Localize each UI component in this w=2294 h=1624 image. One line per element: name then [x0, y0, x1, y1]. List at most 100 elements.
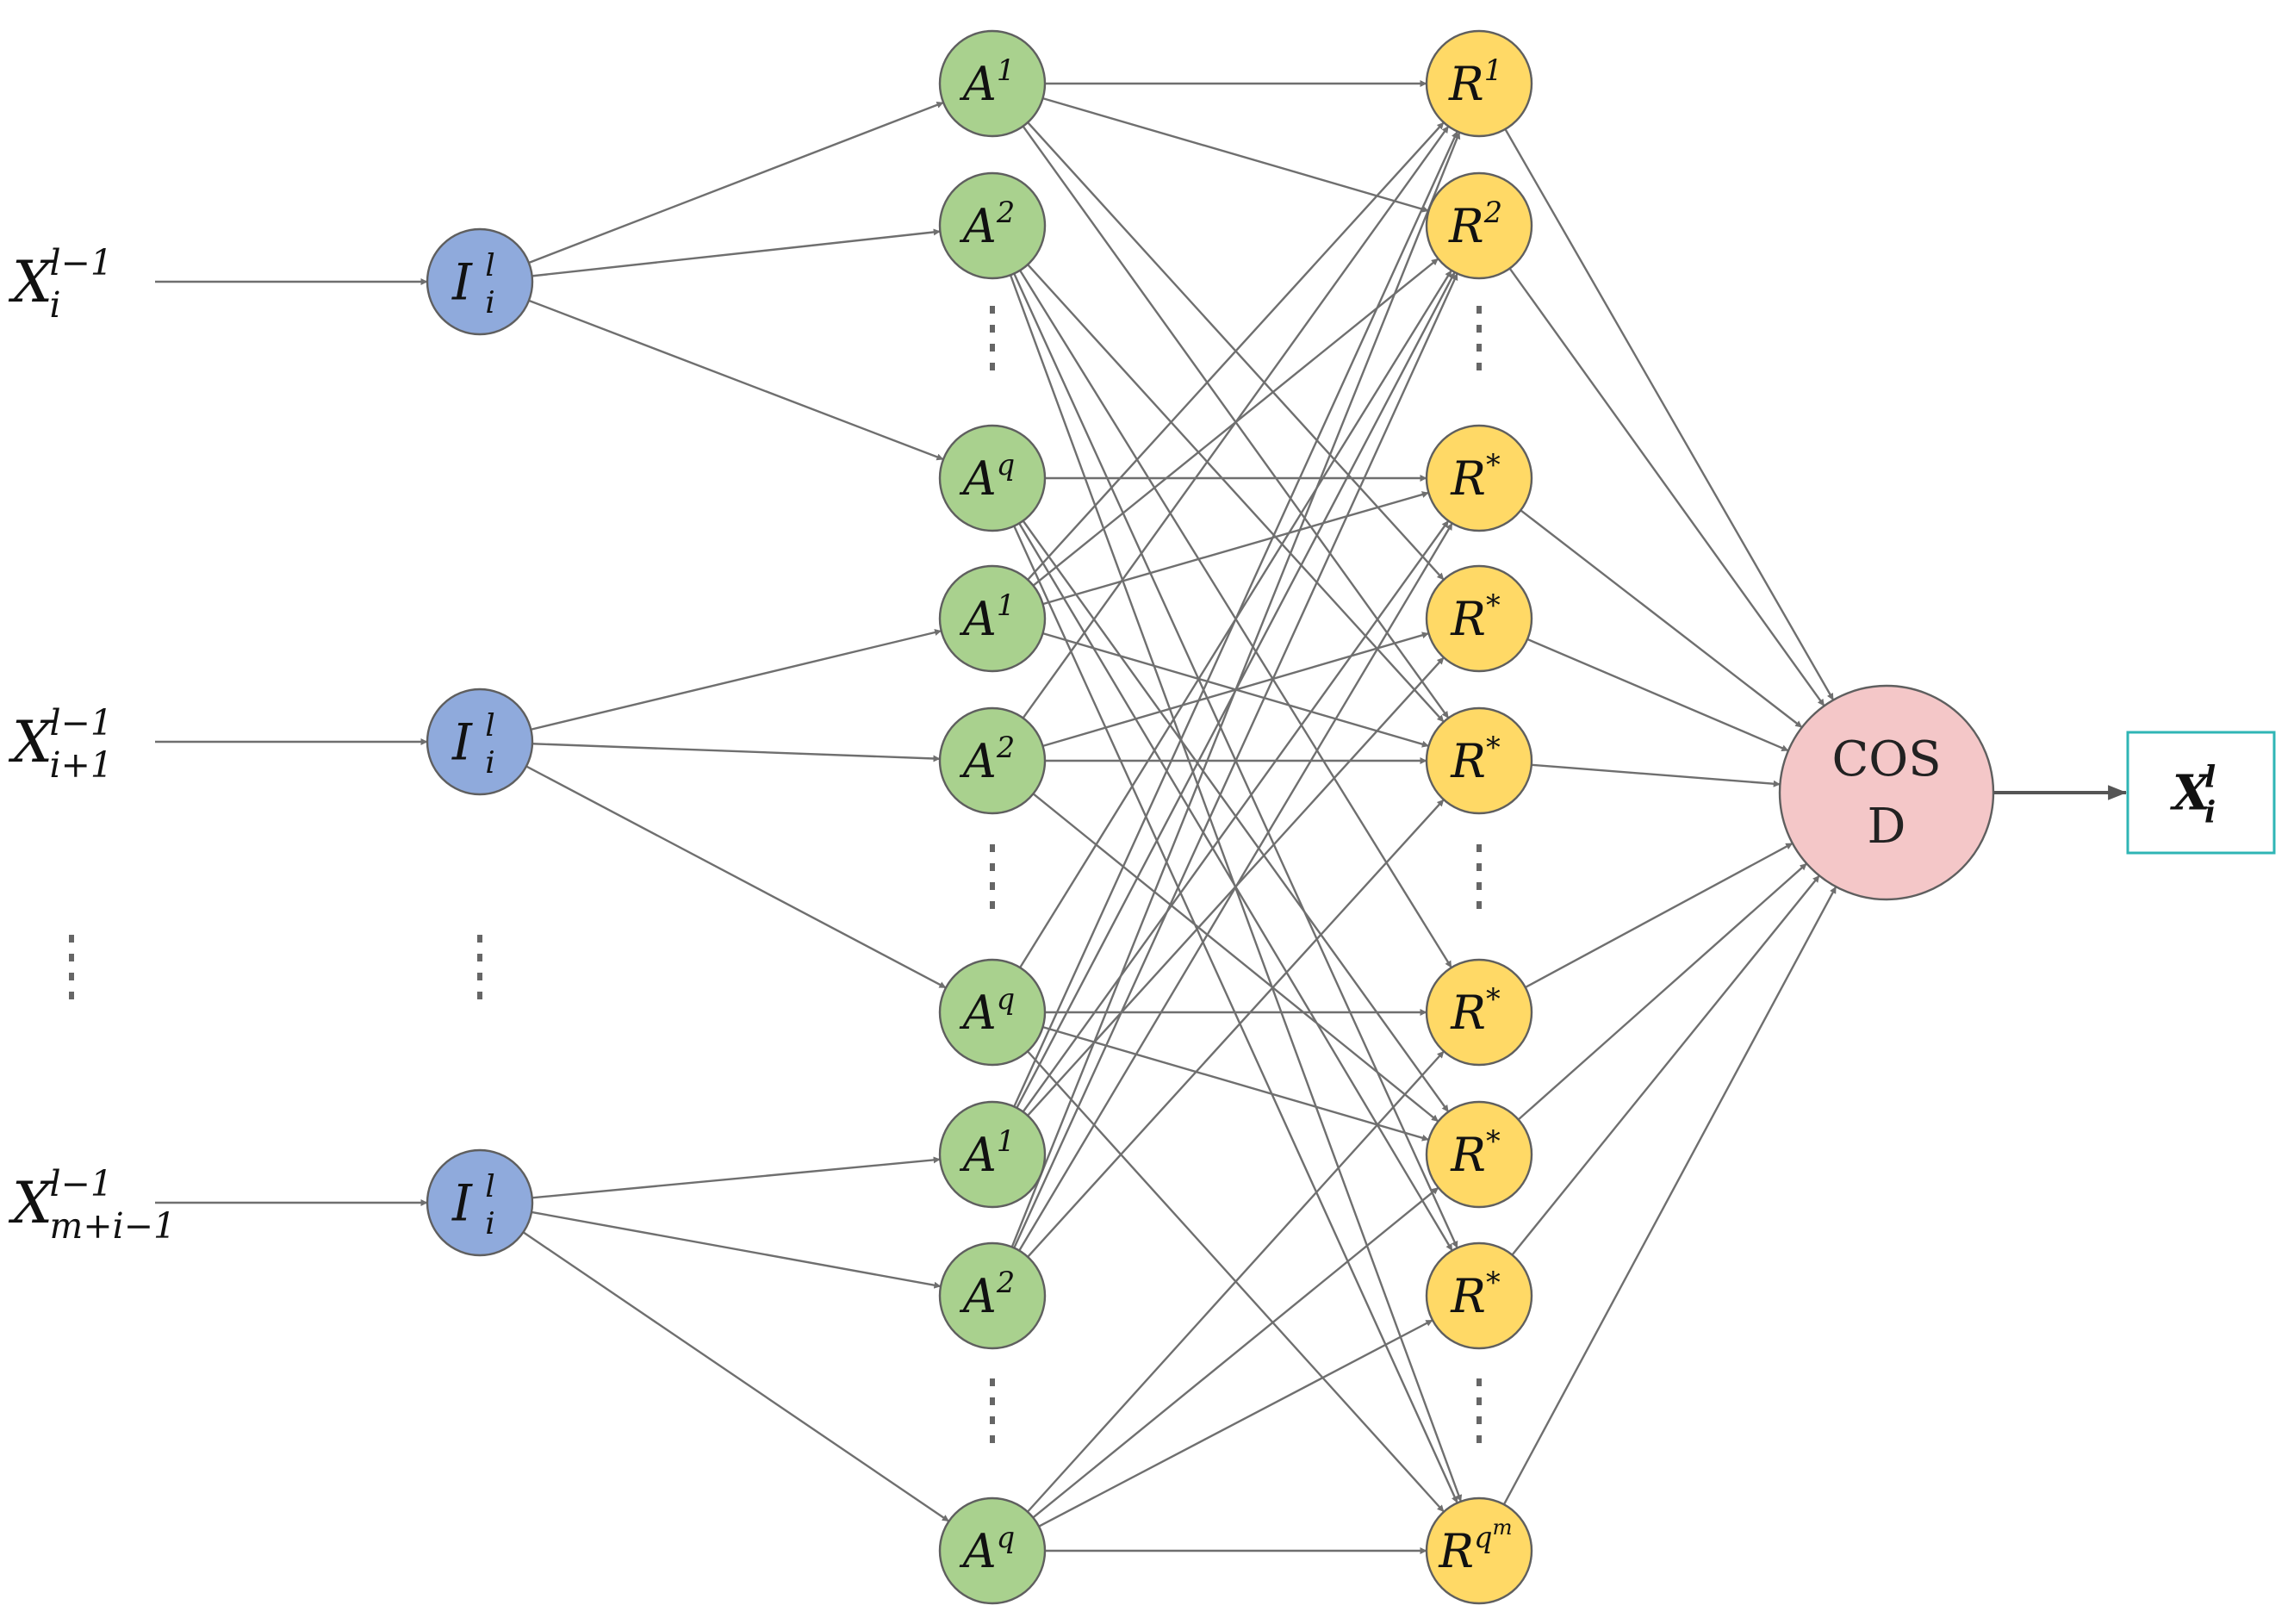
label-base: I [451, 252, 473, 311]
label-base: X [8, 249, 55, 315]
label-superscript: * [1486, 731, 1501, 764]
a-to-r-edge [1042, 491, 1429, 606]
a-to-r-edge [1022, 520, 1450, 1113]
input-label: Xl−1i [8, 242, 113, 326]
r-node-label: R* [1450, 588, 1501, 646]
r-to-cosd-edge [1531, 763, 1781, 787]
r-to-cosd-edge [1517, 862, 1808, 1121]
i-to-a-edge [532, 1156, 941, 1199]
r-node-label: R* [1450, 1266, 1501, 1323]
r-node-label: R2 [1448, 196, 1502, 253]
label-superscript: q [1474, 1521, 1492, 1554]
label-base: A [959, 1128, 997, 1182]
cosd-node [1778, 684, 1995, 901]
label-superscript: 1 [997, 588, 1015, 622]
a-to-r-edge [1032, 1186, 1439, 1519]
nodes-layer [426, 29, 2276, 1605]
label-superscript: l [2204, 759, 2216, 794]
a-node-label: A2 [959, 1266, 1015, 1323]
i-to-a-edge [532, 228, 941, 277]
input-label: Xl−1m+i−1 [8, 1163, 176, 1247]
label-base: R [1450, 592, 1486, 646]
attention-node-a [938, 1496, 1047, 1605]
a-to-r-edge [1042, 96, 1429, 213]
input-node-i [426, 1148, 534, 1257]
attention-node-a [938, 564, 1047, 673]
r-to-cosd-edge [1504, 128, 1835, 701]
r-node-label: R* [1450, 982, 1501, 1040]
a-to-r-edge [1013, 131, 1458, 1107]
r-to-cosd-edge [1525, 842, 1794, 989]
i-to-a-edge [525, 765, 947, 989]
label-base: A [959, 57, 997, 111]
a-to-r-edge [1042, 1025, 1429, 1142]
label-superscript: 1 [997, 53, 1015, 87]
r-node-label: R1 [1448, 53, 1502, 111]
label-superscript-2: m [1493, 1515, 1513, 1540]
i-to-a-edge [522, 1231, 950, 1522]
a-ellipsis-icon [990, 844, 995, 909]
r-node-label: R* [1450, 448, 1501, 506]
label-base: R [1450, 451, 1486, 506]
output-box [2126, 731, 2276, 855]
relation-node-r [1425, 706, 1533, 815]
label-base: X [8, 1170, 55, 1236]
label-base: R [1450, 986, 1486, 1040]
output-label: Xli [2170, 759, 2216, 830]
label-base: I [451, 712, 473, 771]
label-superscript: 2 [996, 196, 1015, 229]
label-base: A [959, 592, 997, 646]
a-to-r-edge [1027, 1050, 1445, 1513]
relation-node-r [1425, 424, 1533, 532]
a-to-r-edge [1010, 132, 1461, 1248]
label-base: R [1438, 1524, 1474, 1578]
r-node-label: Rqm [1438, 1515, 1512, 1578]
label-subscript: i [2204, 795, 2216, 831]
attention-node-a [938, 1100, 1047, 1209]
label-base: X [2170, 765, 2212, 822]
i-to-a-edge [528, 101, 944, 264]
i-to-a-edge [531, 629, 942, 731]
label-superscript: q [997, 448, 1015, 482]
attention-node-a [938, 706, 1047, 815]
label-superscript: 2 [996, 1266, 1015, 1299]
a-to-r-edge [1032, 793, 1439, 1123]
a-to-r-edge [1027, 799, 1445, 1258]
ellipsis-layer [69, 306, 1482, 1443]
label-superscript: * [1486, 588, 1501, 622]
attention-node-a [938, 171, 1047, 280]
label-subscript: i [485, 1206, 495, 1241]
r-node-label: R* [1450, 1124, 1501, 1182]
label-superscript: l [485, 708, 495, 744]
relation-node-r [1425, 1241, 1533, 1350]
label-base: R [1450, 1128, 1486, 1182]
r-to-cosd-edge [1520, 509, 1803, 729]
label-superscript: 2 [1483, 196, 1502, 229]
a-ellipsis-icon [990, 1378, 995, 1443]
input-node-i [426, 227, 534, 336]
input-label: Xl−1i+1 [8, 702, 113, 786]
r-to-cosd-edge [1502, 886, 1837, 1505]
attention-node-a [938, 424, 1047, 532]
relation-node-r [1425, 564, 1533, 673]
r-to-cosd-edge [1511, 874, 1820, 1256]
label-superscript: l [485, 248, 495, 283]
relation-node-r [1425, 1100, 1533, 1209]
attention-node-a [938, 1241, 1047, 1350]
a-node-label: A2 [959, 196, 1015, 253]
label-base: I [451, 1173, 473, 1232]
r-ellipsis-icon [1476, 1378, 1482, 1443]
label-subscript: m+i−1 [50, 1205, 176, 1247]
a-to-r-edge [1038, 1319, 1433, 1528]
a-node-label: Aq [959, 448, 1015, 506]
r-node-label: R* [1450, 731, 1501, 788]
label-superscript: l−1 [50, 702, 113, 744]
a-to-r-edge [1013, 273, 1458, 1248]
a-node-label: Aq [959, 1521, 1015, 1578]
label-base: R [1448, 57, 1484, 111]
attention-node-a [938, 958, 1047, 1067]
a-node-label: Aq [959, 982, 1015, 1040]
